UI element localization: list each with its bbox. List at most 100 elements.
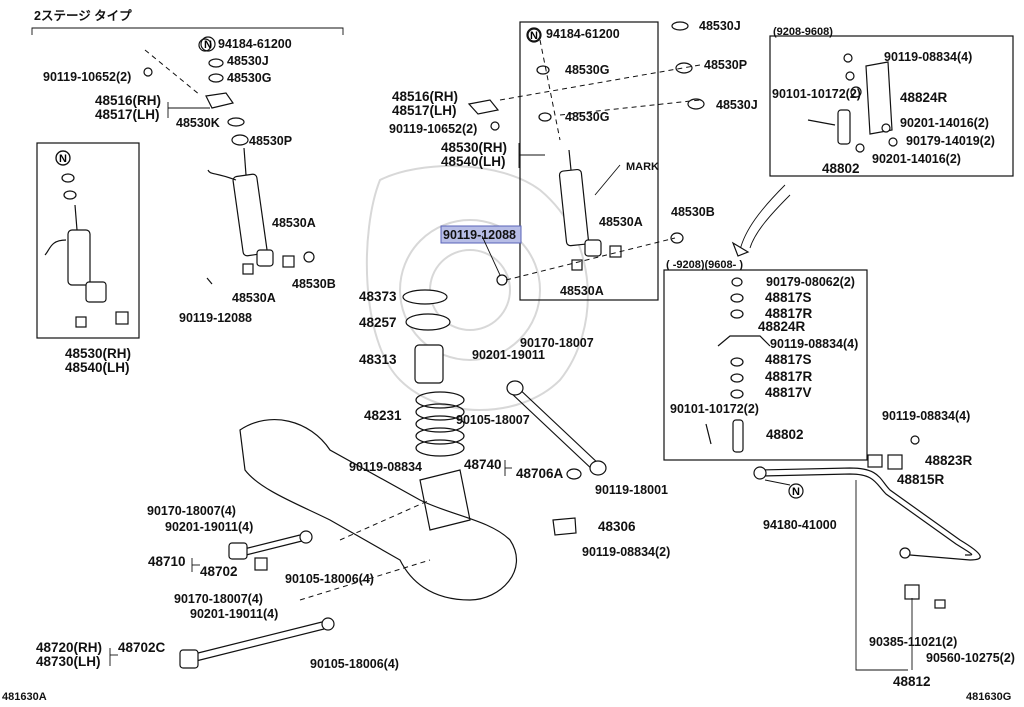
part-label: 90119-10652(2) <box>389 122 477 136</box>
part-label: 48530A <box>232 291 276 305</box>
leader-lines <box>109 102 791 666</box>
part-label: 48802 <box>822 161 860 176</box>
part-label: 90179-08062(2) <box>766 275 855 289</box>
part-label: 90119-12088 <box>179 311 252 325</box>
part-label: 48823R <box>925 453 973 468</box>
stabilizer-bracket-box <box>769 35 1014 177</box>
stage-type-label: 2ステージ タイプ <box>34 8 132 23</box>
part-label: 90119-18001 <box>595 483 668 497</box>
part-label: 48530B <box>292 277 336 291</box>
part-label: 90119-08834(4) <box>884 50 972 64</box>
shock-assembly-inset <box>36 142 140 339</box>
part-label: 90170-18007(4) <box>147 504 236 518</box>
part-label: 48530(RH) <box>65 346 131 361</box>
svg-text:N: N <box>59 153 67 165</box>
part-label: 90101-10172(2) <box>670 402 759 416</box>
pointer-arrow <box>731 184 791 257</box>
part-label: 90201-19011(4) <box>190 607 278 621</box>
part-label: 90119-08834(2) <box>582 545 670 559</box>
part-label: 48817S <box>765 352 812 367</box>
part-label: 48373 <box>359 289 397 304</box>
part-label: 48817S <box>765 290 812 305</box>
part-label: 90201-19011(4) <box>165 520 253 534</box>
part-label: 48740 <box>464 457 502 472</box>
stage-bracket <box>31 27 344 35</box>
part-label: 48530G <box>227 71 271 85</box>
part-label: 90119-08834(4) <box>770 337 858 351</box>
part-label: 90385-11021(2) <box>869 635 957 649</box>
part-label: 48720(RH) <box>36 640 102 655</box>
part-label: 90119-10652(2) <box>43 70 131 84</box>
shock-absorber-left <box>143 38 315 285</box>
footer-code-left: 481630A <box>2 691 47 703</box>
part-label: 48530A <box>272 216 316 230</box>
shock-assembly-center-box <box>519 21 659 301</box>
part-label: 48530A <box>560 284 604 298</box>
part-label: 48817R <box>765 369 813 384</box>
part-label: 94184-61200 <box>546 27 620 41</box>
spring-stack <box>402 289 465 457</box>
part-label: 48516(RH) <box>392 89 458 104</box>
part-label: 48817V <box>765 385 812 400</box>
part-label: 48530J <box>227 54 269 68</box>
part-label: 48702 <box>200 564 238 579</box>
part-label: 48530J <box>716 98 758 112</box>
part-label: 48817R <box>765 306 813 321</box>
part-label: 48257 <box>359 315 397 330</box>
part-label: ( -9208)(9608- ) <box>666 259 743 271</box>
part-label: 90560-10275(2) <box>926 651 1015 665</box>
part-label: 48815R <box>897 472 945 487</box>
part-label: 48824R <box>758 319 806 334</box>
control-arms <box>179 380 607 669</box>
part-label: 48516(RH) <box>95 93 161 108</box>
part-label: 90119-08834 <box>349 460 422 474</box>
part-label: 48540(LH) <box>65 360 130 375</box>
part-label: 90170-18007 <box>520 336 594 350</box>
part-label: 48710 <box>148 554 186 569</box>
stabilizer-bracket-top <box>807 53 898 153</box>
part-label: 48530J <box>699 19 741 33</box>
part-labels: 2ステージ タイプ 94184-61200 48530J 48530G 9011… <box>2 8 1015 703</box>
axle-housing <box>239 419 517 601</box>
part-label: (9208-9608) <box>773 26 833 38</box>
stabilizer-link-parts <box>705 277 771 453</box>
part-label: 48812 <box>893 674 931 689</box>
part-label: 48530G <box>565 63 609 77</box>
part-label: 48824R <box>900 90 948 105</box>
part-label: 48530P <box>704 58 747 72</box>
part-label: 90101-10172(2) <box>772 87 861 101</box>
svg-text:N: N <box>792 486 800 498</box>
stabilizer-link-box <box>663 269 868 461</box>
part-label: 48530K <box>176 116 220 130</box>
part-label: 94180-41000 <box>763 518 837 532</box>
highlighted-part-label: 90119-12088 <box>443 228 516 242</box>
part-label: 48702C <box>118 640 166 655</box>
n-symbols: N N N N <box>55 27 804 499</box>
stabilizer-bar <box>753 435 981 671</box>
shock-absorber-left-inset <box>44 150 129 328</box>
part-label: 90105-18006(4) <box>310 657 399 671</box>
svg-text:N: N <box>530 30 538 42</box>
part-label: 90201-14016(2) <box>900 116 989 130</box>
part-label: 48517(LH) <box>95 107 160 122</box>
part-label: 48530A <box>599 215 643 229</box>
part-label: 48306 <box>598 519 636 534</box>
part-label: 94184-61200 <box>218 37 292 51</box>
part-label: 48231 <box>364 408 402 423</box>
part-label: 48540(LH) <box>441 154 506 169</box>
part-label: 90119-08834(4) <box>882 409 970 423</box>
part-label: 48730(LH) <box>36 654 101 669</box>
part-label: 48530G <box>565 110 609 124</box>
highlighted-part-marker[interactable] <box>440 225 522 244</box>
svg-text:N: N <box>204 39 212 51</box>
part-label: 48706A <box>516 466 564 481</box>
part-label: 48530(RH) <box>441 140 507 155</box>
part-label: 48517(LH) <box>392 103 457 118</box>
part-label: MARK <box>626 161 659 173</box>
part-label: 48313 <box>359 352 397 367</box>
watermark <box>365 165 589 411</box>
part-label: 90170-18007(4) <box>174 592 263 606</box>
part-label: 48530B <box>671 205 715 219</box>
part-label: 90105-18006(4) <box>285 572 374 586</box>
